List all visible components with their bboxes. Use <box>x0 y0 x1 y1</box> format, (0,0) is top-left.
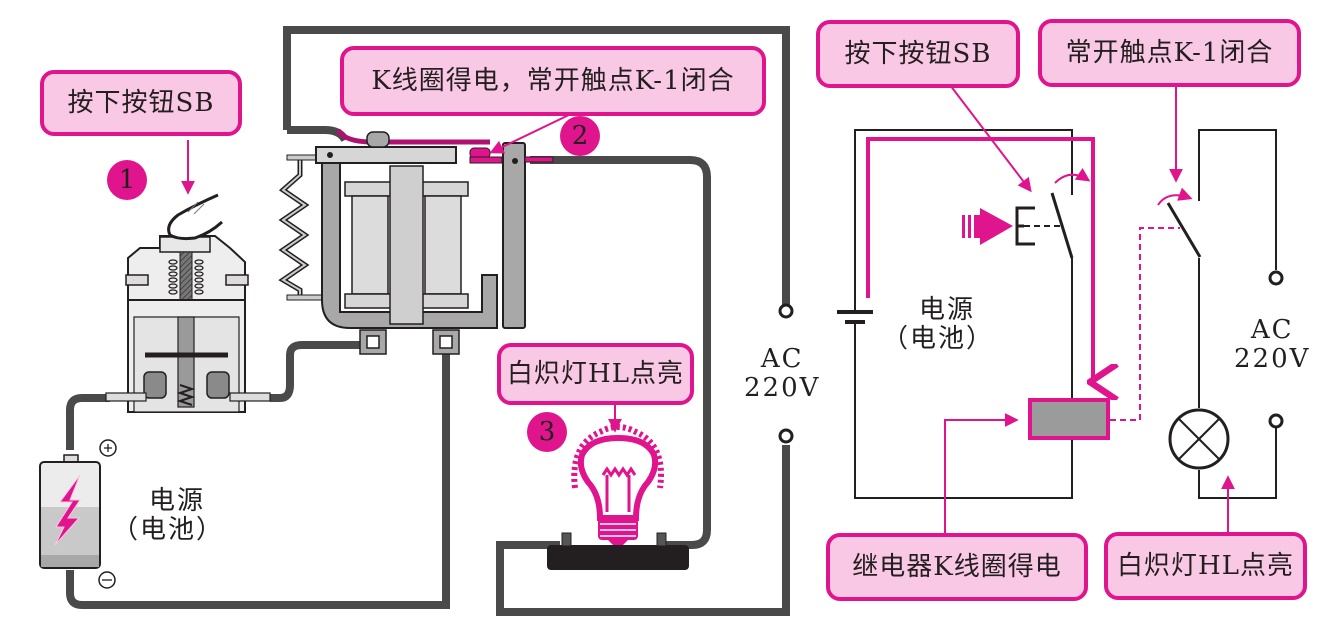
dc-wire-coil-to-battery-minus <box>66 350 450 609</box>
relay-linkage-dashed <box>1110 227 1180 421</box>
arrow-step2 <box>489 111 576 154</box>
schematic-ac-loop <box>1198 129 1277 499</box>
callout-lamp-on-right: 白炽灯HL点亮 <box>1104 532 1307 600</box>
ac-voltage-label-right: AC 220V <box>1234 315 1311 374</box>
incandescent-lamp-hl <box>547 424 689 570</box>
callout-contact-closed-right: 常开触点K-1闭合 <box>1038 19 1301 87</box>
schematic-ac-terminal-bottom <box>1268 413 1284 429</box>
ac-wire-top <box>283 26 790 305</box>
callout-text: 常开触点K-1闭合 <box>1065 38 1274 68</box>
callout-text: 白炽灯HL点亮 <box>507 359 684 389</box>
schematic-contact-k1 <box>1166 202 1202 258</box>
schematic-switch-sb[interactable] <box>1050 192 1074 259</box>
push-button-sb[interactable] <box>105 235 271 413</box>
callout-lamp-on-left: 白炽灯HL点亮 <box>497 343 694 405</box>
switch-motion-arrow-k1 <box>1157 187 1193 206</box>
battery-minus-symbol <box>98 571 116 589</box>
callout-text: 继电器K线圈得电 <box>852 552 1062 582</box>
battery-label-left: 电源 （电池） <box>112 486 225 545</box>
ac-wire-bottom <box>496 445 790 616</box>
callout-press-button-right: 按下按钮SB <box>816 20 1020 88</box>
lamp-socket <box>547 545 689 570</box>
schematic-dc-loop <box>854 129 1073 499</box>
ac-terminal-bottom <box>778 428 794 444</box>
finger-pressing-icon <box>167 193 224 241</box>
schematic-lamp-hl <box>1168 408 1230 470</box>
battery <box>39 454 101 569</box>
schematic-ac-terminal-top <box>1268 270 1284 286</box>
callout-text: K线圈得电，常开触点K-1闭合 <box>371 66 735 96</box>
ac-wire-contact-to-lamp <box>530 156 711 549</box>
callout-coil-energized-right: 继电器K线圈得电 <box>826 533 1088 601</box>
arrow-press-button-sb <box>949 84 1032 193</box>
switch-motion-arrow-sb <box>1054 167 1091 184</box>
callout-text: 按下按钮SB <box>844 39 992 69</box>
relay-k <box>278 131 554 355</box>
battery-plus-symbol <box>99 439 117 457</box>
ac-voltage-label-left: AC 220V <box>744 344 821 403</box>
armature-flex-lead <box>335 128 490 145</box>
schematic-button-actuator <box>1015 206 1035 246</box>
schematic-relay-coil-k <box>1028 398 1110 440</box>
left-pictorial-diagram <box>39 26 1284 616</box>
step-badge-1: 1 <box>107 160 147 200</box>
battery-label-right: 电源 （电池） <box>882 295 995 354</box>
current-flow-arrow <box>866 137 1093 382</box>
contact-k1 <box>469 147 554 164</box>
right-schematic-diagram <box>837 84 1284 533</box>
arrow-coil-energized <box>944 413 1019 533</box>
dc-wire-button-to-coil <box>270 341 362 402</box>
push-direction-arrow-icon <box>962 208 1013 245</box>
callout-text: 白炽灯HL点亮 <box>1117 551 1294 581</box>
callout-coil-energized-left: K线圈得电，常开触点K-1闭合 <box>340 46 766 116</box>
dc-wire-battery-plus <box>66 394 110 450</box>
step-badge-3: 3 <box>527 412 567 452</box>
ac-terminal-top <box>778 303 794 319</box>
callout-text: 按下按钮SB <box>67 88 215 118</box>
step-badge-2: 2 <box>560 116 600 156</box>
lightning-icon <box>54 474 81 546</box>
callout-press-button-left: 按下按钮SB <box>40 70 242 136</box>
